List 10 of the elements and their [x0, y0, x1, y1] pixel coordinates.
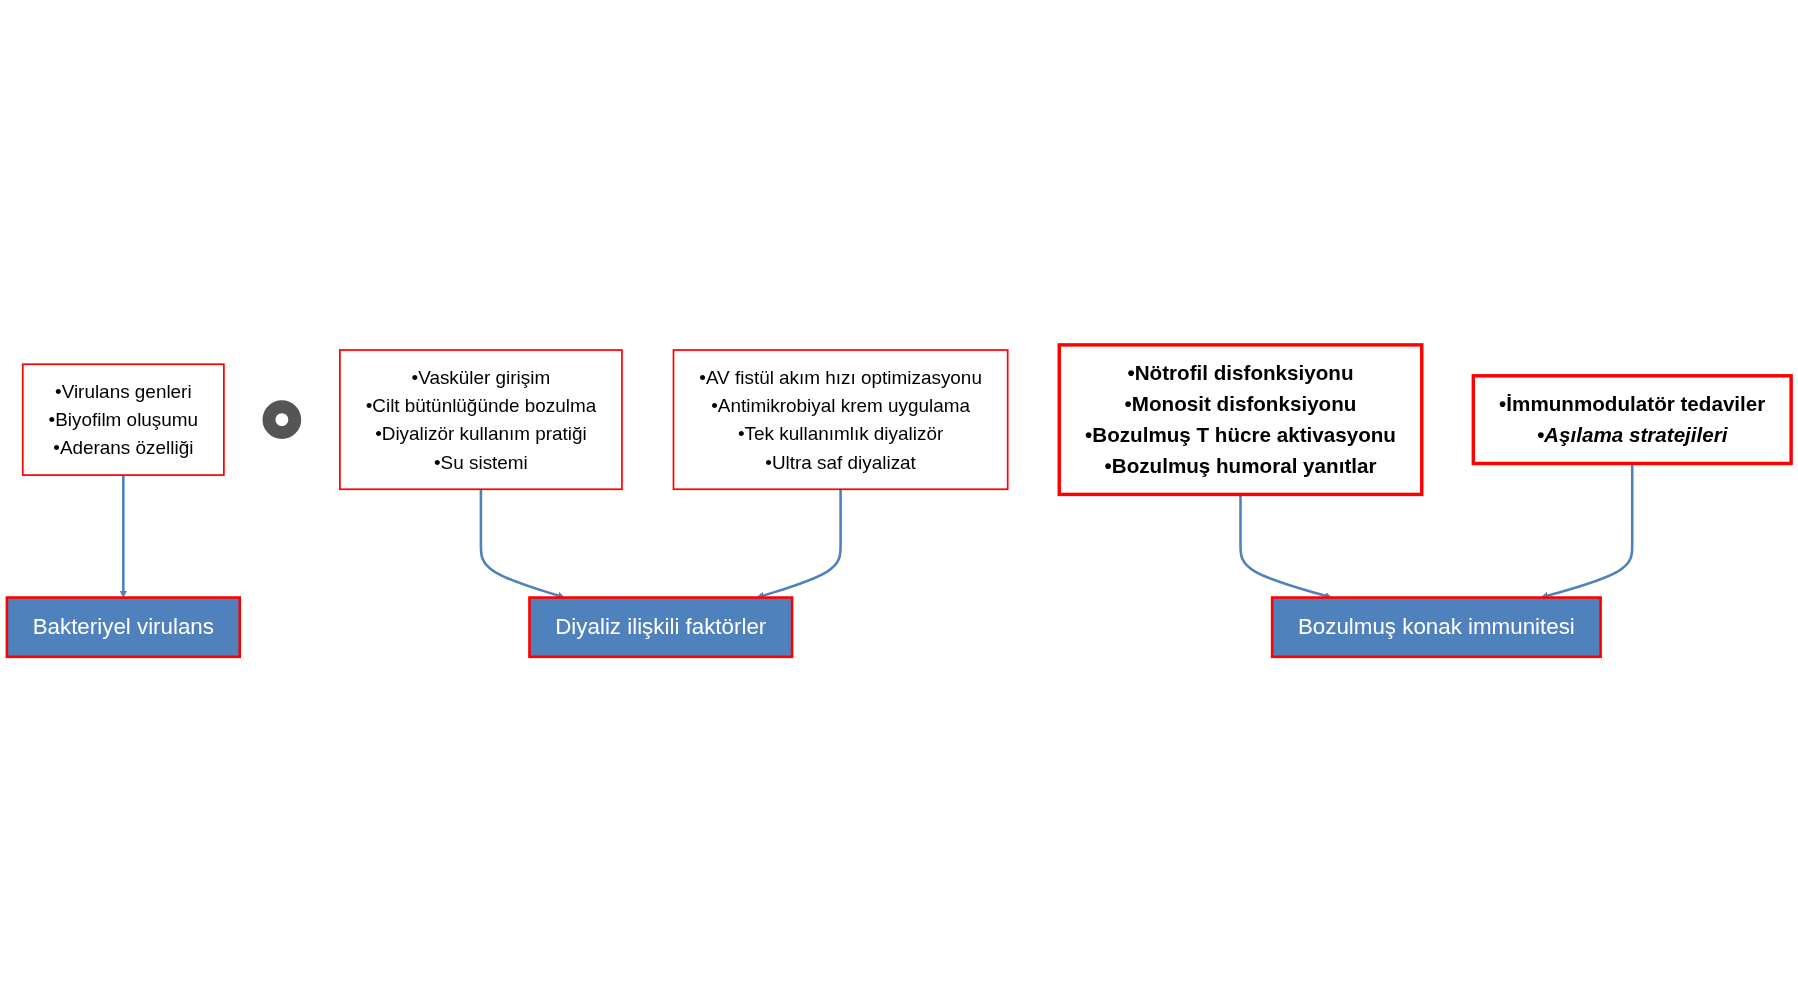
node-box: Bozulmuş konak immunitesi	[1270, 596, 1602, 659]
node-box: Bakteriyel virulans	[5, 596, 242, 659]
node-box: •Vasküler girişim •Cilt bütünlüğünde bozulma •Diyalizör kullanım pratiği •Su sistemi	[339, 349, 623, 491]
node-box: •Virulans genleri •Biyofilm oluşumu •Aderans özelliği	[21, 363, 225, 477]
node-box: •İmmunmodulatör tedaviler •Aşılama stratejileri	[1471, 374, 1793, 466]
node-circle	[262, 400, 302, 440]
node-box: •Nötrofil disfonksiyonu •Monosit disfonksiyonu •Bozulmuş T hücre aktivasyonu •Bozulmuş humoral yanıtlar	[1057, 343, 1424, 497]
arrow	[119, 475, 128, 598]
node-box: •AV fistül akım hızı optimizasyonu •Antimikrobiyal krem uygulama •Tek kullanımlık diyalizör •Ultra saf diyalizat	[672, 349, 1009, 491]
node-box: Diyaliz ilişkili faktörler	[528, 596, 794, 659]
